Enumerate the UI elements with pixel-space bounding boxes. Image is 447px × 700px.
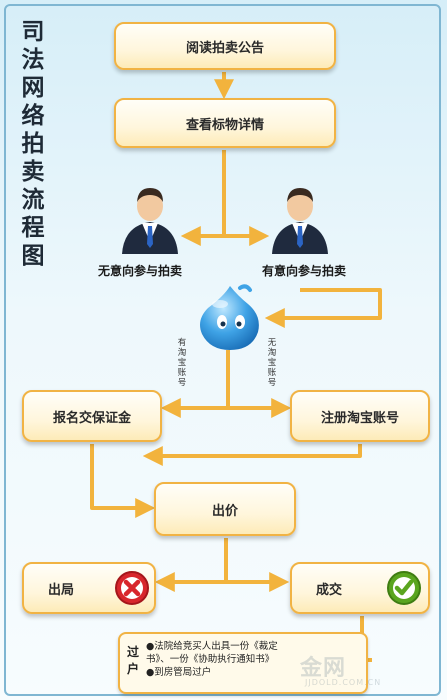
watermark: 金网 bbox=[300, 656, 347, 681]
step-deal-label: 成交 bbox=[316, 582, 343, 598]
step-register-taobao: 注册淘宝账号 bbox=[290, 390, 430, 442]
step-lose-label: 出局 bbox=[48, 582, 75, 598]
transfer-note: 过户 ●法院给竞买人出具一份《裁定 书》、一份《协助执行通知书》 ●到房管局过户 bbox=[118, 632, 368, 694]
blue-droplet-mascot-icon bbox=[200, 284, 259, 350]
watermark-sub: JJDOLD.COM.CN bbox=[305, 678, 382, 687]
arrow-interested-mascot bbox=[264, 288, 382, 328]
label-has-account: 有淘宝账号 bbox=[177, 338, 187, 388]
step-register-deposit: 报名交保证金 bbox=[22, 390, 162, 442]
label-no-account: 无淘宝账号 bbox=[267, 338, 277, 388]
page-title: 司法网络拍卖流程图 bbox=[21, 18, 45, 269]
red-cross-icon bbox=[115, 571, 149, 605]
step-bid: 出价 bbox=[154, 482, 296, 536]
transfer-line: ●到房管局过户 bbox=[146, 667, 212, 678]
step-view-details: 查看标物详情 bbox=[114, 98, 336, 148]
businessman-icon bbox=[122, 188, 178, 254]
transfer-line: 书》、一份《协助执行通知书》 bbox=[146, 654, 275, 665]
arrow-taobao-back bbox=[142, 444, 362, 466]
businessman-icon bbox=[272, 188, 328, 254]
transfer-lines: ●法院给竞买人出具一份《裁定 书》、一份《协助执行通知书》 ●到房管局过户 bbox=[146, 640, 366, 679]
arrow-deposit-bid bbox=[90, 444, 156, 518]
step-read-notice: 阅读拍卖公告 bbox=[114, 22, 336, 70]
transfer-line: ●法院给竞买人出具一份《裁定 bbox=[146, 641, 278, 652]
green-check-icon bbox=[387, 571, 421, 605]
outer-frame bbox=[4, 4, 441, 696]
persona-interested: 有意向参与拍卖 bbox=[262, 264, 347, 278]
persona-not-interested: 无意向参与拍卖 bbox=[98, 264, 183, 278]
transfer-label: 过户 bbox=[126, 645, 139, 676]
